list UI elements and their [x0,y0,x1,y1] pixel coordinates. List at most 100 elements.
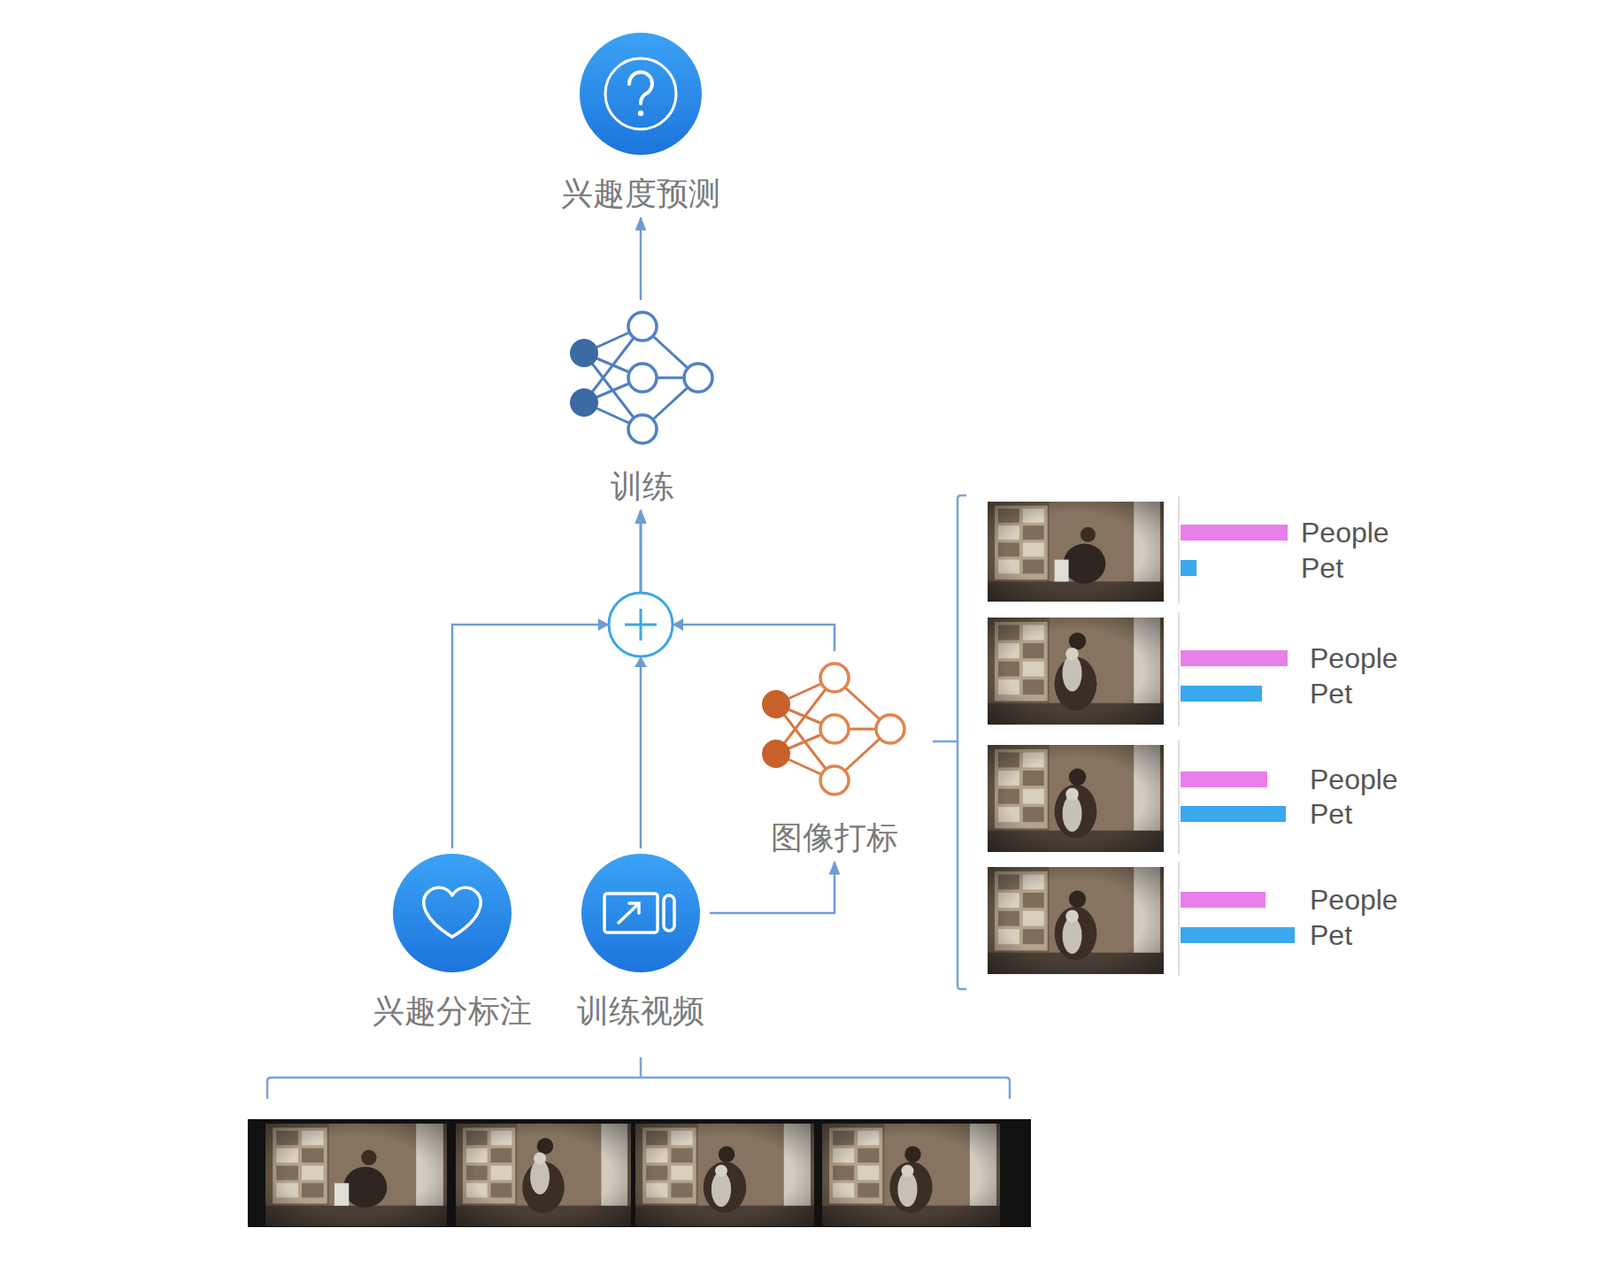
class-label: Pet [1309,917,1353,954]
network-input-node [569,338,599,368]
plus-symbol [624,608,657,641]
separator-line [1177,739,1180,854]
video-frame [265,1123,447,1227]
network-icon [569,312,713,444]
icon-ring [605,58,677,130]
node-icon [759,656,910,803]
frame-vignette [987,617,1164,725]
heart-symbol [423,887,481,938]
node-label: 兴趣度预测 [561,174,721,213]
icon-circle [581,853,700,973]
video-frame [455,1123,631,1227]
network-input-node [761,690,791,719]
process-node: 训练 [567,305,718,506]
separator-line [1177,861,1180,977]
node-icon [581,853,700,973]
question-dot [638,110,644,116]
video-frame [635,1123,815,1227]
frame-vignette [265,1123,447,1227]
node-label: 图像打标 [759,818,910,857]
icon-circle [579,32,702,155]
people-bar [1180,650,1288,667]
network-node [820,766,849,795]
camera-body [604,893,658,933]
class-label: Pet [1309,796,1353,832]
network-node [628,363,657,393]
class-label: Pet [1309,676,1353,712]
network-input-node [569,388,599,417]
frame-vignette [987,501,1164,602]
network-node [684,363,713,393]
strip-background [247,1119,1031,1228]
pet-bar [1180,927,1295,944]
process-node: 图像打标 [759,656,910,857]
sum-junction [598,592,684,668]
network-node [628,415,657,444]
pet-bar [1180,806,1286,823]
video-frame [987,867,1164,975]
process-node: 训练视频 [576,853,705,1031]
flow-arrow [639,217,643,300]
junction-arrow-head [634,656,647,668]
frame-background [635,1123,815,1227]
network-icon [761,663,905,795]
class-label: People [1309,640,1399,677]
pet-bar [1180,685,1262,702]
video-frame [987,617,1164,725]
separator-line [1177,612,1180,727]
node-icon [579,32,702,155]
separator-line [1177,496,1180,604]
node-icon [567,305,718,452]
node-icon [392,853,512,973]
node-label: 训练 [567,467,718,506]
junction-arrow-head [598,618,609,631]
video-frame [987,501,1164,602]
people-bar [1180,524,1288,541]
junction-arrow-head [672,618,684,631]
right-bracket [932,495,967,990]
question-symbol [629,71,653,104]
frame-vignette [987,745,1164,853]
video-frame [822,1123,1000,1227]
network-node [820,715,849,744]
network-node [820,663,849,693]
frame-background [265,1123,447,1227]
class-label: People [1309,761,1399,798]
pet-bar [1180,560,1197,577]
people-bar [1180,771,1268,788]
camera-lens [663,895,675,931]
process-node: 兴趣分标注 [372,853,532,1031]
class-label: People [1309,882,1399,918]
frame-vignette [635,1123,815,1227]
frame-vignette [455,1123,631,1227]
class-label: People [1300,515,1390,551]
network-node [628,312,657,341]
flow-arrow [709,861,835,914]
icon-circle [392,853,512,973]
film-strip [247,1119,1031,1228]
flow-arrow [452,510,641,849]
frame-background [987,745,1164,853]
people-bar [1180,892,1266,908]
video-frame [987,745,1164,853]
frame-background [987,867,1164,975]
frame-vignette [822,1123,1000,1227]
class-label: Pet [1300,550,1344,586]
bottom-bracket [267,1057,1010,1100]
junction-circle [608,592,673,657]
node-label: 兴趣分标注 [372,992,532,1031]
camera-arrow [618,903,639,924]
frame-background [987,617,1164,725]
output-node: 兴趣度预测 [561,32,721,213]
frame-background [822,1123,1000,1227]
frame-background [455,1123,631,1227]
network-input-node [761,739,791,769]
node-label: 训练视频 [576,992,705,1031]
frame-vignette [987,867,1164,975]
network-node [876,715,905,744]
thumbnail-column [987,496,1295,977]
